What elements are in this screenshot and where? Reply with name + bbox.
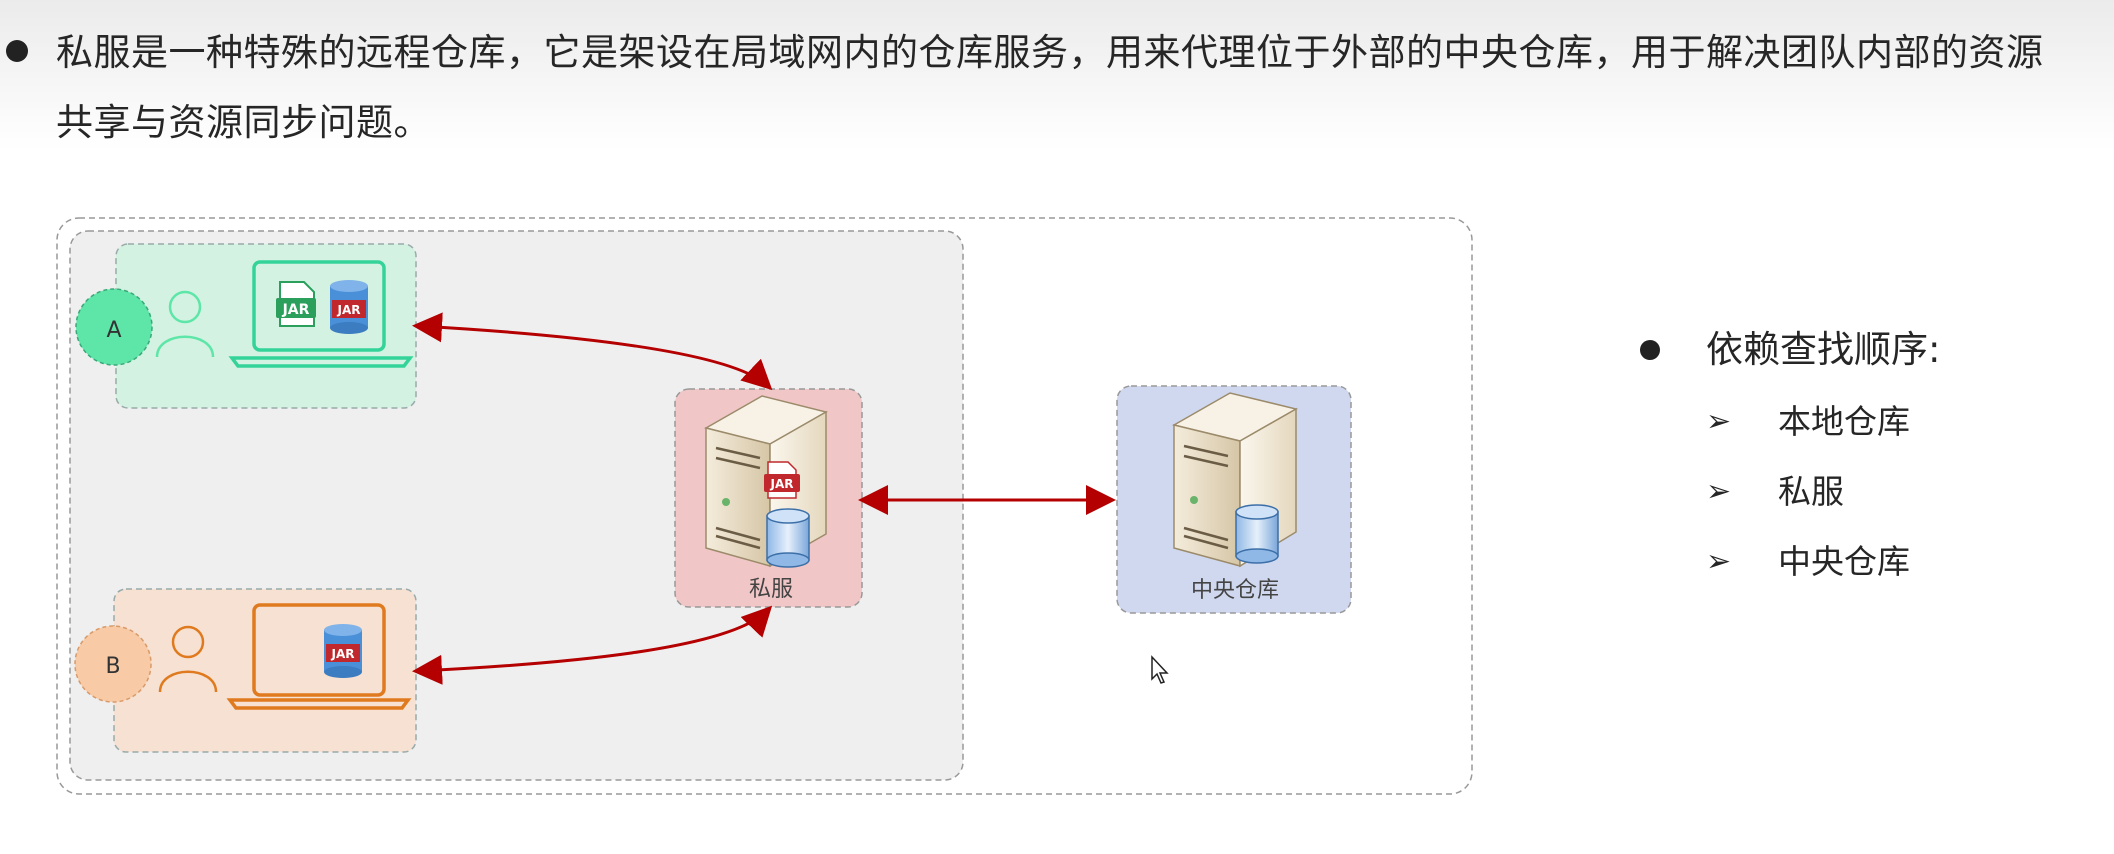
intro-text: 私服是一种特殊的远程仓库，它是架设在局域网内的仓库服务，用来代理位于外部的中央仓… <box>56 31 2044 144</box>
user-a-jar-db-icon: JAR <box>330 280 368 334</box>
arrow-a-private <box>412 312 773 391</box>
header-band <box>0 0 2114 150</box>
user-a-laptop-icon <box>228 260 414 368</box>
user-b-box <box>113 588 417 753</box>
user-a-jar-text: JAR <box>282 302 310 318</box>
user-a-person-icon <box>155 290 215 358</box>
mouse-cursor-icon <box>1151 655 1169 684</box>
user-b-laptop-icon <box>226 603 412 710</box>
private-server-jar-text: JAR <box>770 477 794 491</box>
intro-bullet <box>6 40 28 62</box>
central-repo-db-icon <box>1235 504 1279 564</box>
lookup-item-label: 本地仓库 <box>1778 402 1910 441</box>
private-server-jar-file-icon: JAR <box>764 461 800 499</box>
arrow-right-icon: ➢ <box>1706 474 1732 509</box>
user-b-person-icon <box>158 625 218 693</box>
lookup-item-label: 私服 <box>1778 472 1844 511</box>
user-a-db-jar-text: JAR <box>337 303 361 317</box>
private-server-label: 私服 <box>749 577 793 602</box>
user-b-label: B <box>105 654 120 679</box>
arrow-right-icon: ➢ <box>1706 404 1732 439</box>
user-a-label: A <box>106 318 121 343</box>
lookup-item-label: 中央仓库 <box>1778 542 1910 581</box>
private-server-db-icon <box>766 508 810 568</box>
lookup-bullet <box>1640 340 1660 360</box>
user-b-circle <box>74 625 152 703</box>
lookup-title: 依赖查找顺序: <box>1706 328 1941 371</box>
user-a-box <box>115 243 417 409</box>
arrow-right-icon: ➢ <box>1706 544 1732 579</box>
user-a-jar-file-icon: JAR <box>276 281 316 327</box>
arrow-b-private <box>412 605 773 685</box>
central-repo-label: 中央仓库 <box>1191 578 1279 603</box>
user-a-circle <box>75 288 153 366</box>
user-b-db-jar-text: JAR <box>331 647 355 661</box>
user-b-jar-db-icon: JAR <box>324 624 362 678</box>
